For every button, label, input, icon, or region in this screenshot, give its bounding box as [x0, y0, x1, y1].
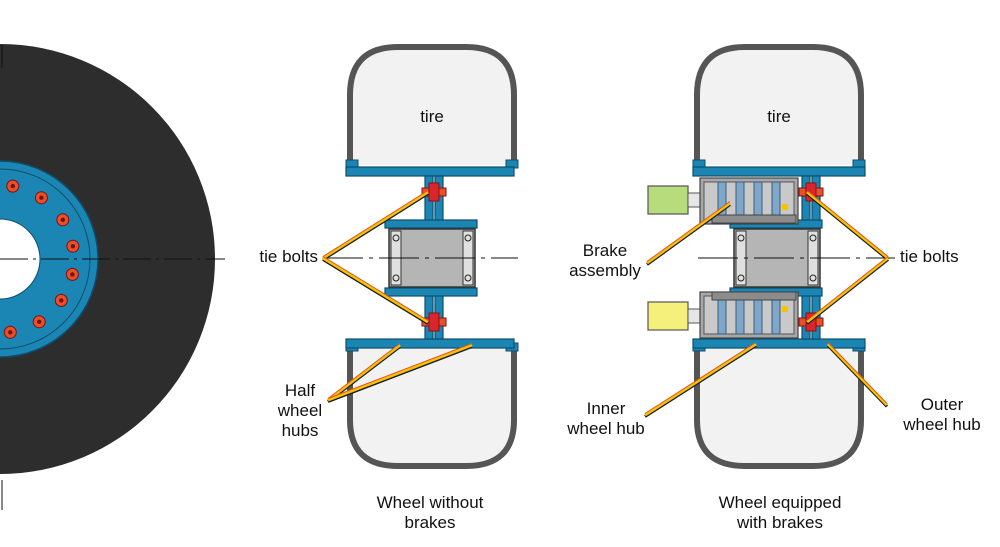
leader-half-hub-upper-edge: [327, 343, 401, 399]
leader-tie-bolts-right-upper-edge: [806, 190, 889, 257]
leader-inner-wheel-hub: [644, 342, 757, 417]
side-bolt-center: [70, 244, 76, 249]
inner-wheel-hub-label: Inner wheel hub: [567, 399, 645, 438]
side-bolt-center: [8, 330, 13, 335]
leader-half-hub-upper: [327, 343, 401, 402]
leader-tie-bolts-left-upper: [322, 190, 429, 260]
leader-outer-wheel-hub-edge: [827, 342, 888, 404]
tire-label-left: tire: [420, 107, 444, 126]
leader-tie-bolts-left-lower: [322, 256, 429, 324]
leader-half-hub-lower-edge: [327, 343, 473, 399]
side-bolt-center: [59, 298, 64, 303]
leader-tie-bolts-left-lower-edge: [322, 256, 429, 321]
leader-brake-assembly: [646, 201, 731, 265]
caption-wheel-with-brakes: Wheel equipped with brakes: [718, 493, 842, 532]
leader-tie-bolts-right-lower-edge: [806, 256, 889, 321]
outer-wheel-hub-label: Outer wheel hub: [903, 395, 981, 434]
brake-assembly-upper: [647, 177, 799, 225]
side-view-bolts: [3, 179, 80, 339]
tie-bolts-label-right: tie bolts: [900, 247, 959, 266]
tire-top-right: [694, 44, 864, 165]
leader-outer-wheel-hub: [826, 342, 889, 407]
side-view-wheel: [0, 44, 225, 510]
wheel-with-brakes: tire: [647, 44, 895, 469]
tire-top-left: [347, 44, 517, 165]
caption-wheel-without-brakes: Wheel without brakes: [376, 493, 484, 532]
leader-brake-assembly-edge: [646, 201, 731, 262]
half-wheel-hubs-label: Half wheel hubs: [277, 381, 323, 440]
leader-half-hub-lower: [327, 343, 473, 402]
side-bolt-center: [39, 195, 44, 200]
brake-assembly-label: Brake assembly: [569, 241, 641, 280]
side-bolt-center: [10, 183, 15, 189]
leader-tie-bolts-right-lower: [806, 256, 889, 324]
leader-tie-bolts-left-upper-edge: [322, 190, 429, 257]
tire-label-right: tire: [767, 107, 791, 126]
side-bolt-center: [70, 272, 75, 277]
side-bolt-center: [37, 319, 42, 324]
side-bolt-center: [60, 217, 65, 222]
leader-lines: [322, 190, 889, 418]
leader-inner-wheel-hub-edge: [644, 342, 757, 414]
tire-bottom-right: [694, 345, 864, 469]
wheel-without-brakes: tire: [323, 44, 519, 469]
tie-bolts-label-left: tie bolts: [259, 247, 318, 266]
brake-assembly-lower: [647, 291, 799, 339]
leader-tie-bolts-right-upper: [806, 190, 889, 260]
